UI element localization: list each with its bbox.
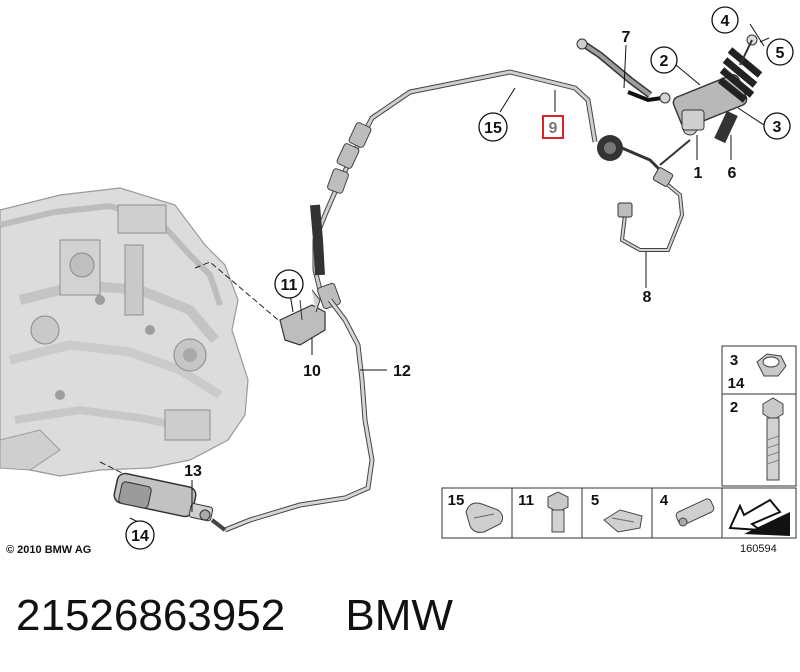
callout-12: 12 [393,363,411,380]
callout-4-label: 4 [721,13,730,30]
callout-2: 2 [650,46,678,74]
callout-3-label: 3 [773,119,782,136]
damper-and-line-8 [597,135,691,252]
part-number: 21526863952 [16,591,286,640]
pin-icon [675,498,715,527]
callout-9-label: 9 [549,120,558,137]
hex-bolt-icon [762,397,784,481]
slave-cylinder [113,472,214,522]
legend-bottom: 15 11 5 4 [441,487,797,539]
callout-13: 13 [184,463,202,480]
legend-label-4: 4 [660,492,669,509]
copyright-text: © 2010 BMW AG [6,544,91,556]
legend-label-5: 5 [591,492,599,509]
gearbox-illustration [0,187,249,477]
direction-arrow-icon [728,498,790,536]
callout-2-label: 2 [660,53,669,70]
hex-nut-icon [756,353,787,377]
legend-label-11: 11 [518,492,534,509]
callout-1-label: 1 [694,165,703,182]
brand-name: BMW [345,591,453,640]
callout-10-label: 10 [303,363,321,380]
legend-right: 3 14 2 [721,345,797,487]
callout-9: 9 [542,115,564,139]
legend-label-15: 15 [448,492,465,509]
image-number: 160594 [740,543,777,555]
callout-12-label: 12 [393,363,411,380]
callout-9-highlight-box [542,115,564,139]
callout-8-label: 8 [643,289,652,306]
callout-14-label: 14 [131,528,149,545]
legend-label-14: 14 [728,375,745,392]
callout-3: 3 [763,112,791,140]
callout-15-label: 15 [484,120,502,137]
bolt-icon [547,491,569,533]
callout-15: 15 [478,112,508,142]
callout-14: 14 [125,520,155,550]
callout-11: 11 [274,269,304,299]
callout-5-label: 5 [776,45,785,62]
callout-6: 6 [728,165,737,182]
line-12 [210,298,375,533]
callout-10: 10 [303,363,321,380]
hose-clip-icon [465,502,504,533]
callout-5: 5 [766,38,794,66]
callout-8: 8 [643,289,652,306]
parts-diagram: 1 2 3 4 5 6 7 8 9 10 11 12 13 14 15 3 14 [0,6,797,556]
callout-7-label: 7 [622,29,631,46]
callout-11-label: 11 [281,277,298,294]
callout-13-label: 13 [184,463,202,480]
legend-label-3: 3 [730,352,738,369]
legend-label-2: 2 [730,399,738,416]
callout-4: 4 [711,6,739,34]
master-cylinder [576,34,763,144]
line-15 [310,69,598,310]
bracket-10 [279,289,326,346]
callout-6-label: 6 [728,165,737,182]
callout-7: 7 [622,29,631,46]
spring-clip-icon [603,509,643,533]
caption-bar: 21526863952 BMW [16,586,796,656]
leader-lines [129,23,770,523]
callout-1: 1 [694,165,703,182]
